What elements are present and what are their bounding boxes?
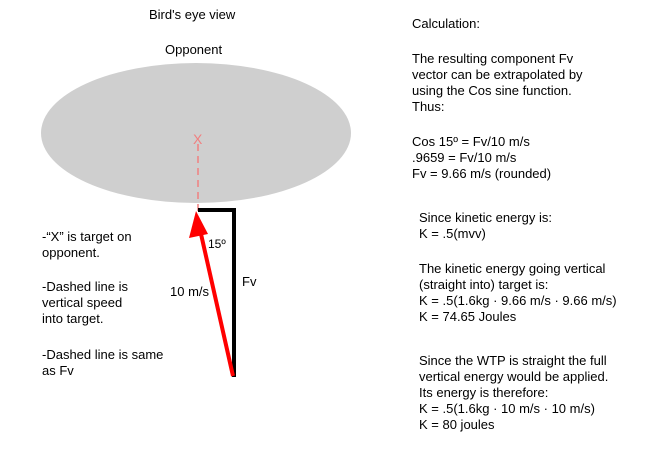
note-target: -“X” is target on opponent. [42, 229, 132, 261]
note-line: into target. [42, 311, 104, 326]
target-marker: X [193, 131, 203, 147]
calc-line: vector can be extrapolated by [412, 67, 583, 82]
velocity-arrow-head [189, 211, 208, 238]
calculation-equations: Cos 15º = Fv/10 m/s .9659 = Fv/10 m/s Fv… [412, 134, 551, 182]
calc-line: K = 74.65 Joules [419, 309, 517, 324]
note-line: -“X” is target on [42, 229, 132, 244]
calc-line: Its energy is therefore: [419, 385, 549, 400]
calc-line: Fv = 9.66 m/s (rounded) [412, 166, 552, 181]
calc-line: K = .5(1.6kg · 10 m/s · 10 m/s) [419, 401, 595, 416]
calculation-header: Calculation: [412, 16, 480, 31]
note-dashed-fv: -Dashed line is same as Fv [42, 347, 163, 379]
calc-line: The kinetic energy going vertical [419, 261, 606, 276]
calc-line: Since kinetic energy is: [419, 210, 552, 225]
calc-line: using the Cos sine function. [412, 83, 572, 98]
note-line: -Dashed line is same [42, 347, 164, 362]
fv-bracket [198, 208, 236, 377]
calc-line: Since the WTP is straight the full [419, 353, 607, 368]
note-line: vertical speed [42, 295, 123, 310]
ke-formula: Since kinetic energy is: K = .5(mvv) [419, 210, 552, 242]
note-line: -Dashed line is [42, 279, 128, 294]
calc-line: K = .5(mvv) [419, 226, 486, 241]
note-line: opponent. [42, 245, 100, 260]
ke-vertical: The kinetic energy going vertical (strai… [419, 261, 617, 325]
calc-line: vertical energy would be applied. [419, 369, 609, 384]
note-line: as Fv [42, 363, 74, 378]
calc-line: .9659 = Fv/10 m/s [412, 150, 517, 165]
diagram-title: Bird's eye view [149, 7, 236, 22]
calc-line: The resulting component Fv [412, 51, 574, 66]
opponent-ellipse [41, 63, 351, 203]
calc-line: (straight into) target is: [419, 277, 549, 292]
calc-line: Cos 15º = Fv/10 m/s [412, 134, 530, 149]
opponent-label: Opponent [165, 42, 223, 57]
ke-wtp: Since the WTP is straight the full verti… [419, 353, 608, 433]
speed-label: 10 m/s [170, 284, 210, 299]
calc-line: K = 80 joules [419, 417, 495, 432]
angle-label: 15º [208, 237, 226, 251]
fv-label: Fv [242, 274, 257, 289]
calc-line: Thus: [412, 99, 445, 114]
calculation-intro: The resulting component Fv vector can be… [412, 51, 583, 115]
note-dashed-speed: -Dashed line is vertical speed into targ… [42, 279, 128, 327]
velocity-arrow-shaft [199, 233, 235, 377]
calc-line: K = .5(1.6kg · 9.66 m/s · 9.66 m/s) [419, 293, 617, 308]
